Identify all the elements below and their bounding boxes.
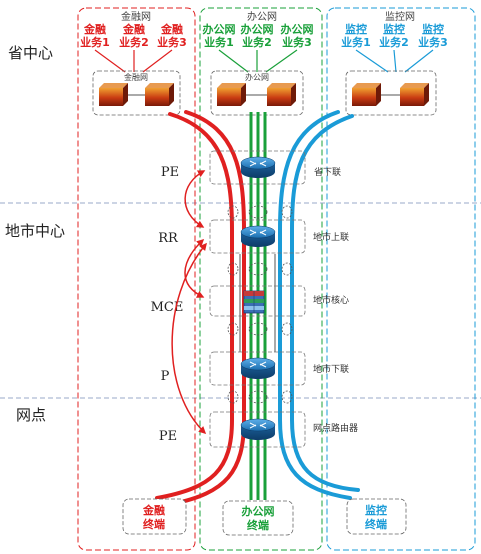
monitor-firewall-group [345,70,437,116]
office-service-1-line1: 办公网 [203,22,236,36]
router-city-uplink [240,225,276,247]
monitor-service-1-line2: 业务1 [341,35,371,49]
monitor-service-3-line1: 监控 [422,22,444,36]
office-service-1-line2: 业务1 [204,35,234,49]
office-terminal-line2: 终端 [247,518,269,532]
role-labels: PE RR MCE P PE [151,165,184,444]
node-labels: 省下联 地市上联 地市核心 地市下联 网点路由器 [313,166,358,434]
role-label-mce: MCE [151,300,184,315]
city-core-box [209,285,306,317]
role-label-pe-bottom: PE [159,429,177,444]
office-firewall-label: 办公网 [245,72,269,82]
monitor-terminal: 监控 终端 [346,498,407,535]
rr-peering-arcs [171,170,207,435]
office-services: 办公网 业务1 办公网 业务2 办公网 业务3 [203,22,314,49]
finance-services: 金融 业务1 金融 业务2 金融 业务3 [80,22,187,49]
monitor-tunnel [278,110,360,500]
level-label-city: 地市中心 [5,222,65,240]
router-icon [240,418,276,440]
firewall-icon [99,83,128,106]
office-terminal: 办公网 终端 [222,500,294,536]
finance-service-3-line1: 金融 [160,22,183,36]
office-service-2-line2: 业务2 [242,35,272,49]
finance-service-2-line2: 业务2 [119,35,149,49]
node-label-city-downlink: 地市下联 [313,363,349,375]
node-label-city-uplink: 地市上联 [313,231,349,243]
level-label-province: 省中心 [8,44,53,62]
core-switch-stack [243,290,265,314]
office-terminal-line1: 办公网 [242,504,275,518]
finance-terminal: 金融 终端 [122,498,187,535]
role-label-p: P [161,369,170,384]
tunnel-junctions [227,205,293,404]
monitor-services: 监控 业务1 监控 业务2 监控 业务3 [341,22,448,49]
level-labels: 省中心 地市中心 网点 [5,44,65,424]
finance-firewall-label: 金融网 [124,72,148,82]
node-label-province-downlink: 省下联 [314,166,341,178]
network-titles: 金融网 办公网 监控网 [121,10,415,23]
province-downlink-box [209,150,306,185]
firewall-icon [267,83,296,106]
finance-firewall-group: 金融网 [92,70,181,116]
monitor-network-title: 监控网 [385,10,415,23]
monitor-terminal-line2: 终端 [365,517,387,531]
branch-router-box [209,411,306,448]
office-firewall-group: 办公网 [210,70,304,116]
finance-network-title: 金融网 [121,10,151,23]
finance-service-1-line2: 业务1 [80,35,110,49]
firewall-icon [400,83,429,106]
level-label-branch: 网点 [16,406,46,424]
role-label-pe-top: PE [161,165,179,180]
monitor-service-2-line1: 监控 [383,22,405,36]
monitor-network-column [326,7,476,551]
node-label-branch-router: 网点路由器 [313,422,358,434]
router-province-downlink [240,156,276,178]
router-icon [240,357,276,379]
finance-terminal-line2: 终端 [143,517,165,531]
city-downlink-box [209,351,306,386]
finance-service-3-line2: 业务3 [157,35,187,49]
role-label-rr: RR [158,231,179,246]
router-icon [240,156,276,178]
finance-network-column [77,7,196,551]
finance-service-1-line1: 金融 [83,22,106,36]
office-service-3-line2: 业务3 [282,35,312,49]
router-icon [240,225,276,247]
finance-terminal-line1: 金融 [142,503,165,517]
core-connectors [239,254,276,352]
office-service-2-line1: 办公网 [241,22,274,36]
monitor-service-2-line2: 业务2 [379,35,409,49]
firewall-icon [217,83,246,106]
router-city-downlink [240,357,276,379]
office-network-title: 办公网 [247,10,277,23]
monitor-terminal-line1: 监控 [365,503,387,517]
firewall-icon [352,83,381,106]
router-branch [240,418,276,440]
monitor-service-1-line1: 监控 [345,22,367,36]
monitor-service-3-line2: 业务3 [418,35,448,49]
switch-stack-icon [243,290,265,314]
service-connectors [94,49,434,73]
city-uplink-box [209,219,306,254]
level-separators [0,202,481,399]
office-service-3-line1: 办公网 [281,22,314,36]
node-label-city-core: 地市核心 [313,294,349,306]
firewall-icon [145,83,174,106]
device-boxes [209,150,306,448]
finance-service-2-line1: 金融 [122,22,145,36]
